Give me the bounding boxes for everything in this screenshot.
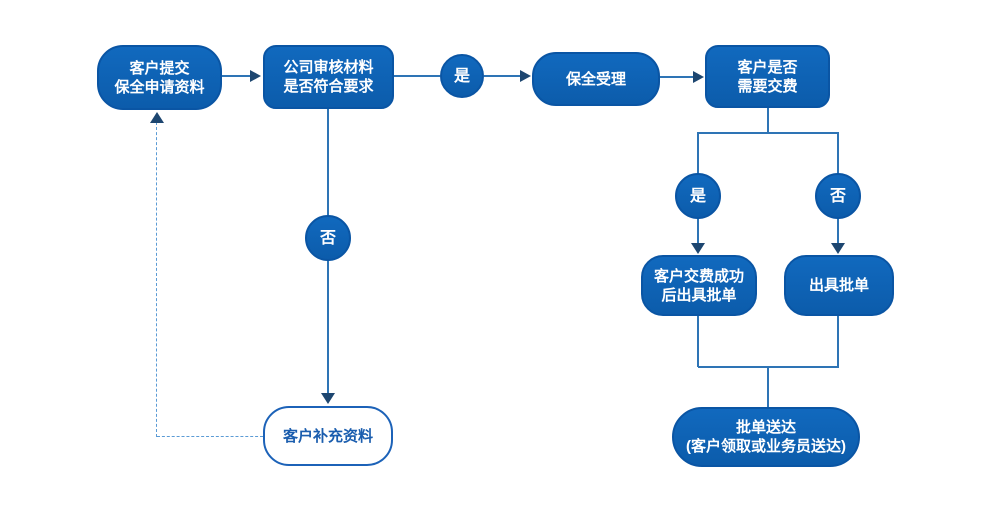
connector-supplement-feedback-h: [157, 436, 263, 437]
node-decision-no2-label: 否: [829, 187, 846, 205]
node-review: 公司审核材料 是否符合要求: [263, 45, 394, 109]
node-review-label: 公司审核材料 是否符合要求: [283, 59, 374, 95]
arrowhead-accept-needpay: [693, 71, 704, 83]
node-submit-label: 客户提交 保全申请资料: [114, 59, 205, 96]
node-decision-yes1: 是: [440, 54, 484, 98]
node-accept: 保全受理: [532, 52, 660, 106]
connector-accept-needpay: [660, 76, 694, 78]
connector-submit-review: [222, 75, 251, 77]
connector-issue-merge: [837, 315, 839, 367]
node-decision-yes2: 是: [675, 173, 721, 219]
node-submit: 客户提交 保全申请资料: [97, 45, 222, 110]
arrowhead-review-supplement: [321, 393, 335, 404]
node-decision-yes1-label: 是: [453, 67, 470, 85]
connector-split-bar: [698, 132, 839, 134]
connector-yes1-accept: [484, 75, 521, 77]
node-issue: 出具批单: [784, 255, 894, 316]
node-pay-issue-label: 客户交费成功 后出具批单: [653, 267, 744, 304]
node-pay-issue: 客户交费成功 后出具批单: [641, 255, 757, 316]
node-deliver: 批单送达 (客户领取或业务员送达): [672, 407, 860, 467]
connector-payissue-merge: [697, 315, 699, 367]
node-decision-no2: 否: [815, 173, 861, 219]
node-supplement: 客户补充资料: [263, 406, 393, 466]
node-decision-no1-label: 否: [319, 229, 336, 247]
node-need-pay-label: 客户是否 需要交费: [737, 58, 798, 95]
node-accept-label: 保全受理: [565, 70, 626, 88]
connector-supplement-feedback-v: [156, 122, 157, 437]
arrowhead-yes1-accept: [520, 70, 531, 82]
arrowhead-submit-review: [250, 70, 261, 82]
connector-review-yes1: [394, 75, 440, 77]
arrowhead-feedback-submit: [150, 112, 164, 123]
connector-needpay-split: [767, 107, 769, 133]
node-supplement-label: 客户补充资料: [282, 427, 373, 445]
connector-merge-deliver: [767, 367, 769, 407]
arrowhead-yes2-payissue: [691, 243, 705, 254]
node-issue-label: 出具批单: [808, 277, 869, 294]
connector-merge-bar: [698, 366, 839, 368]
node-need-pay: 客户是否 需要交费: [705, 45, 830, 108]
arrowhead-no2-issue: [831, 243, 845, 254]
node-decision-no1: 否: [305, 215, 351, 261]
node-decision-yes2-label: 是: [689, 187, 706, 205]
node-deliver-label: 批单送达 (客户领取或业务员送达): [686, 419, 846, 455]
